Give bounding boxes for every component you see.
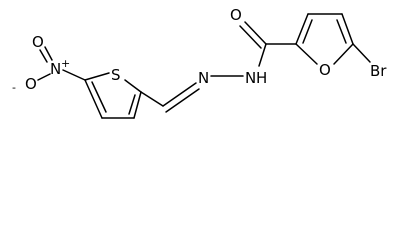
bond-n-o-double-2 — [44, 46, 53, 61]
structure-drawing: O - N + O S N N H O O Br — [12, 6, 387, 119]
bond-c2-c3 — [133, 91, 142, 119]
bond-c4-c5-inner — [91, 81, 107, 113]
bond-c-o-double-2 — [239, 25, 262, 49]
bonds — [37, 13, 371, 119]
atom-h-hydrazide: H — [256, 69, 267, 87]
bond-f-c4-c5-inner — [336, 19, 347, 44]
bond-c2-ch — [140, 91, 164, 107]
bond-c5-s — [84, 72, 110, 81]
bond-ch-n-double-2 — [165, 88, 200, 113]
bond-s-c2 — [124, 79, 142, 93]
atom-o-nitro-charge: - — [12, 81, 16, 94]
atom-br: Br — [370, 62, 387, 80]
bond-c2-c3-inner — [128, 94, 136, 115]
atom-n-imine: N — [198, 69, 209, 87]
bond-c4-c5 — [84, 79, 103, 119]
molecule-diagram: O - N + O S N N H O O Br — [12, 6, 387, 119]
atom-o-nitro: O — [25, 75, 37, 93]
bond-c-o-double-1 — [244, 21, 267, 45]
bond-f-c5-o — [333, 43, 354, 65]
atom-n-nitro-charge: + — [61, 57, 70, 70]
bond-n-o-double-1 — [39, 49, 48, 63]
atom-o-nitro-double: O — [32, 33, 44, 51]
atom-s-thiophene: S — [111, 66, 121, 84]
bond-f-c4-c5 — [341, 13, 354, 45]
atom-n-hydrazide: N — [245, 69, 256, 87]
bond-nh-c-amide — [258, 43, 267, 67]
bond-f-o-c2 — [295, 43, 318, 65]
atom-n-nitro: N — [50, 60, 61, 78]
bond-c5-br — [352, 43, 371, 63]
atom-o-carbonyl: O — [230, 6, 242, 24]
atom-labels: O - N + O S N N H O O Br — [12, 6, 387, 94]
bond-f-c2-c3 — [295, 13, 309, 45]
atom-o-furan: O — [319, 61, 331, 79]
bond-f-c2-c3-inner — [302, 19, 313, 44]
bond-n-c5 — [62, 69, 86, 81]
bond-ch-n-double-1 — [162, 82, 197, 107]
bond-o-n-nitro — [37, 73, 51, 81]
